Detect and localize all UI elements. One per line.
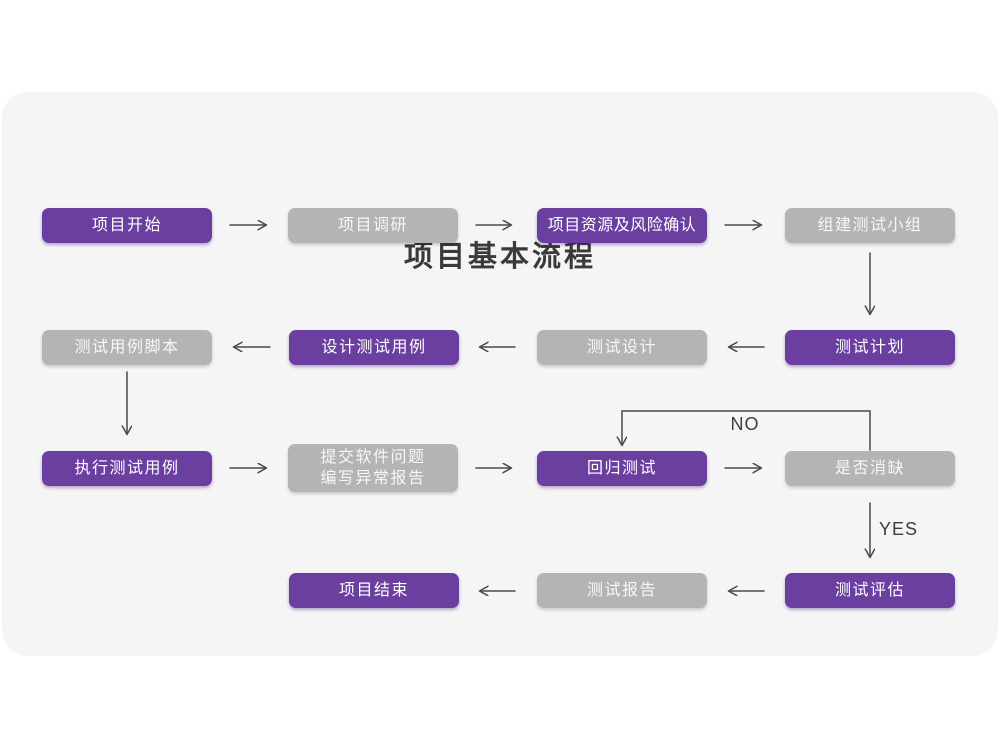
node-label: 项目调研 bbox=[337, 216, 408, 234]
node-label: 测试用例脚本 bbox=[74, 338, 180, 356]
node-project-start: 项目开始 bbox=[42, 208, 212, 243]
node-resources-risk: 项目资源及风险确认 bbox=[537, 208, 707, 243]
node-project-end: 项目结束 bbox=[289, 573, 459, 608]
node-label: 项目资源及风险确认 bbox=[547, 216, 697, 234]
node-label: 是否消缺 bbox=[834, 459, 905, 477]
node-test-case-script: 测试用例脚本 bbox=[42, 330, 212, 365]
node-label: 项目结束 bbox=[338, 581, 409, 599]
node-label: 测试计划 bbox=[834, 338, 905, 356]
node-test-design: 测试设计 bbox=[537, 330, 707, 365]
node-submit-issue-report: 提交软件问题 编写异常报告 bbox=[288, 444, 458, 492]
node-project-research: 项目调研 bbox=[288, 208, 458, 243]
node-test-evaluation: 测试评估 bbox=[785, 573, 955, 608]
node-execute-test-cases: 执行测试用例 bbox=[42, 451, 212, 486]
node-label: 执行测试用例 bbox=[74, 459, 180, 477]
edge-label-no: NO bbox=[730, 414, 760, 434]
node-label-line2: 编写异常报告 bbox=[320, 470, 426, 487]
node-label: 回归测试 bbox=[586, 459, 657, 477]
node-build-test-team: 组建测试小组 bbox=[785, 208, 955, 243]
node-test-report: 测试报告 bbox=[537, 573, 707, 608]
node-label-line1: 提交软件问题 bbox=[320, 449, 426, 466]
edge-label-yes: YES bbox=[879, 519, 919, 539]
flowchart-card: 项目基本流程 bbox=[2, 92, 998, 656]
node-design-test-cases: 设计测试用例 bbox=[289, 330, 459, 365]
node-label: 测试报告 bbox=[586, 581, 657, 599]
diagram-title: 项目基本流程 bbox=[403, 241, 596, 273]
node-label: 项目开始 bbox=[91, 216, 162, 234]
node-defect-cleared: 是否消缺 bbox=[785, 451, 955, 486]
node-regression-test: 回归测试 bbox=[537, 451, 707, 486]
node-label: 组建测试小组 bbox=[817, 216, 923, 234]
node-label: 测试设计 bbox=[586, 338, 657, 356]
node-label: 设计测试用例 bbox=[321, 338, 427, 356]
node-test-plan: 测试计划 bbox=[785, 330, 955, 365]
node-label: 测试评估 bbox=[834, 581, 905, 599]
